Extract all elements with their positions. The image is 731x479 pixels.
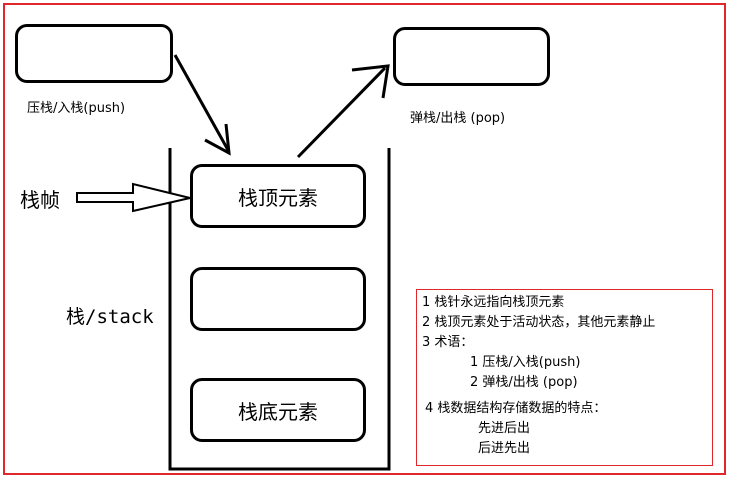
note-line-3: 3 术语：	[422, 335, 474, 350]
note-line-1: 1 栈针永远指向栈顶元素	[422, 295, 565, 310]
pop-arrow-head	[351, 64, 390, 99]
push-label: 压栈/入栈(push)	[27, 101, 126, 116]
stack-bottom-element: 栈底元素	[190, 378, 366, 442]
stack-container	[168, 148, 391, 471]
stack-top-element: 栈顶元素	[190, 164, 366, 228]
stack-middle-element	[190, 267, 366, 331]
outer-frame	[3, 3, 726, 475]
push-box	[15, 24, 173, 83]
note-line-4b: 后进先出	[478, 441, 531, 456]
push-arrow-line	[173, 54, 230, 151]
pop-label: 弹栈/出栈 (pop)	[410, 111, 506, 126]
stack-label: 栈/stack	[66, 306, 154, 328]
note-line-2: 2 栈顶元素处于活动状态，其他元素静止	[422, 315, 656, 330]
note-line-4: 4 栈数据结构存储数据的特点：	[425, 401, 607, 416]
push-arrow-head	[204, 123, 231, 156]
frame-pointer-arrow	[76, 182, 191, 213]
pop-box	[393, 27, 550, 86]
note-line-4a: 先进后出	[478, 421, 531, 436]
note-line-3b: 2 弹栈/出栈 (pop)	[470, 375, 578, 390]
notes-panel: 1 栈针永远指向栈顶元素 2 栈顶元素处于活动状态，其他元素静止 3 术语： 1…	[416, 289, 713, 466]
frame-label: 栈帧	[20, 188, 60, 212]
note-line-3a: 1 压栈/入栈(push)	[470, 355, 581, 370]
pop-arrow-line	[296, 66, 387, 159]
